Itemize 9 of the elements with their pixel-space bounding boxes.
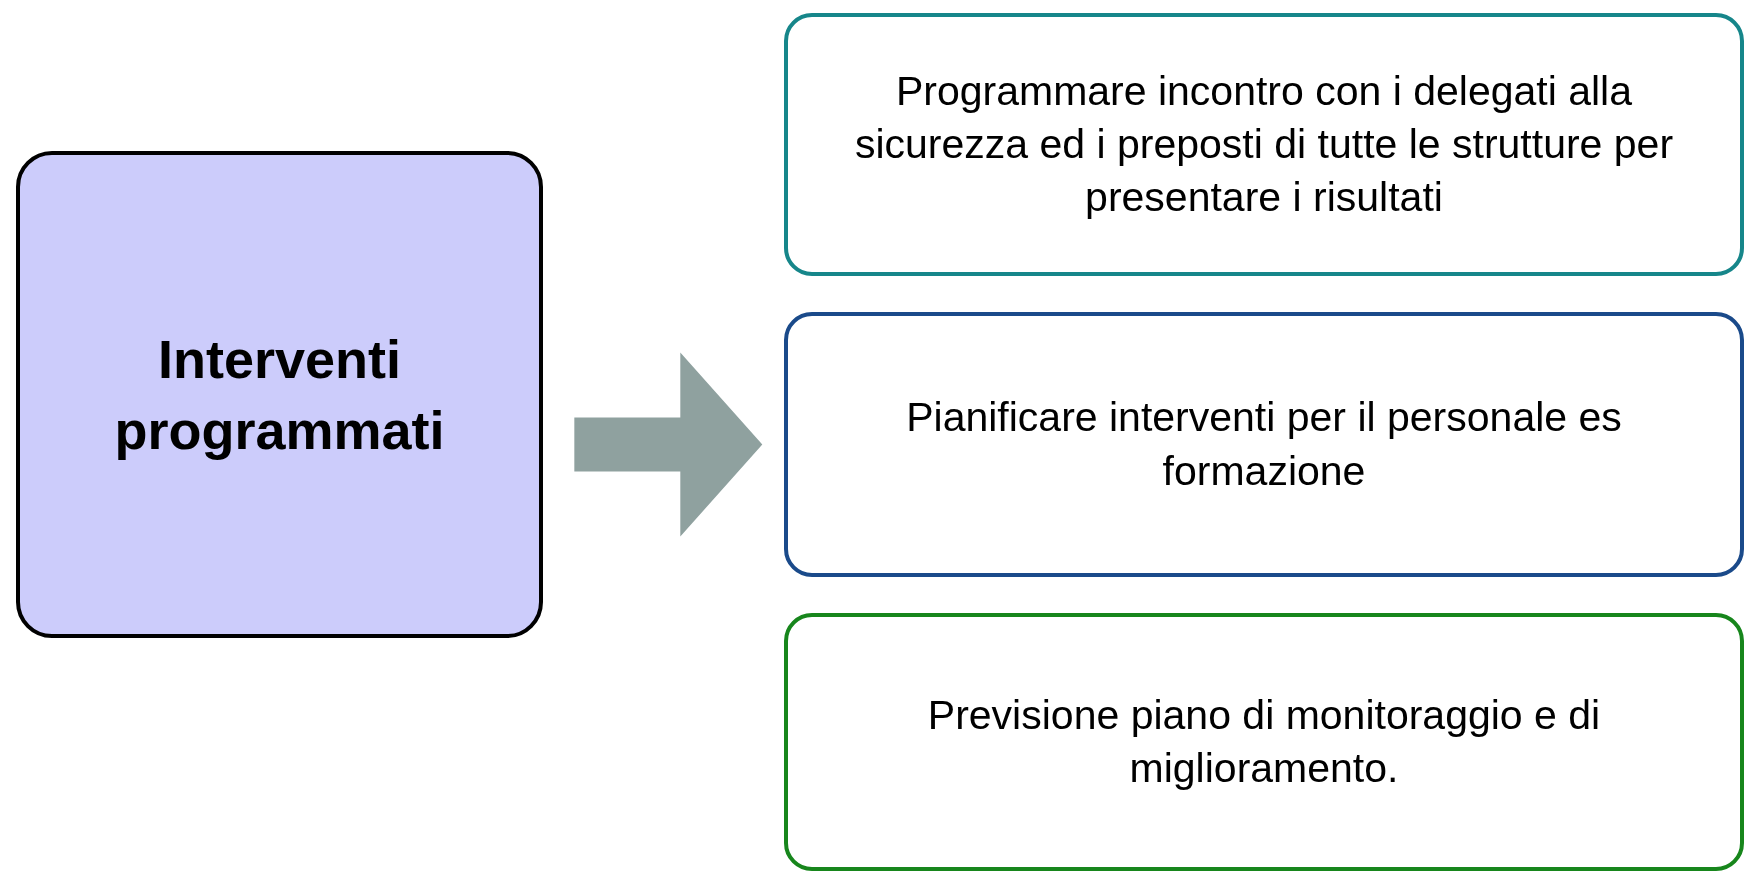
box-text: Programmare incontro con i delegati alla sicurezza ed i preposti di tutte le strutture per presentare i risultati — [853, 66, 1675, 223]
action-box — [784, 613, 1744, 871]
topic-box — [16, 151, 543, 638]
box-text: Pianificare interventi per il personale es formazione — [905, 393, 1623, 496]
action-box — [784, 312, 1744, 577]
action-box — [784, 13, 1744, 276]
box-text: Previsione piano di monitoraggio e di miglioramento. — [926, 690, 1602, 793]
box-text: Interventi programmati — [113, 328, 446, 462]
block-arrow — [574, 352, 763, 537]
